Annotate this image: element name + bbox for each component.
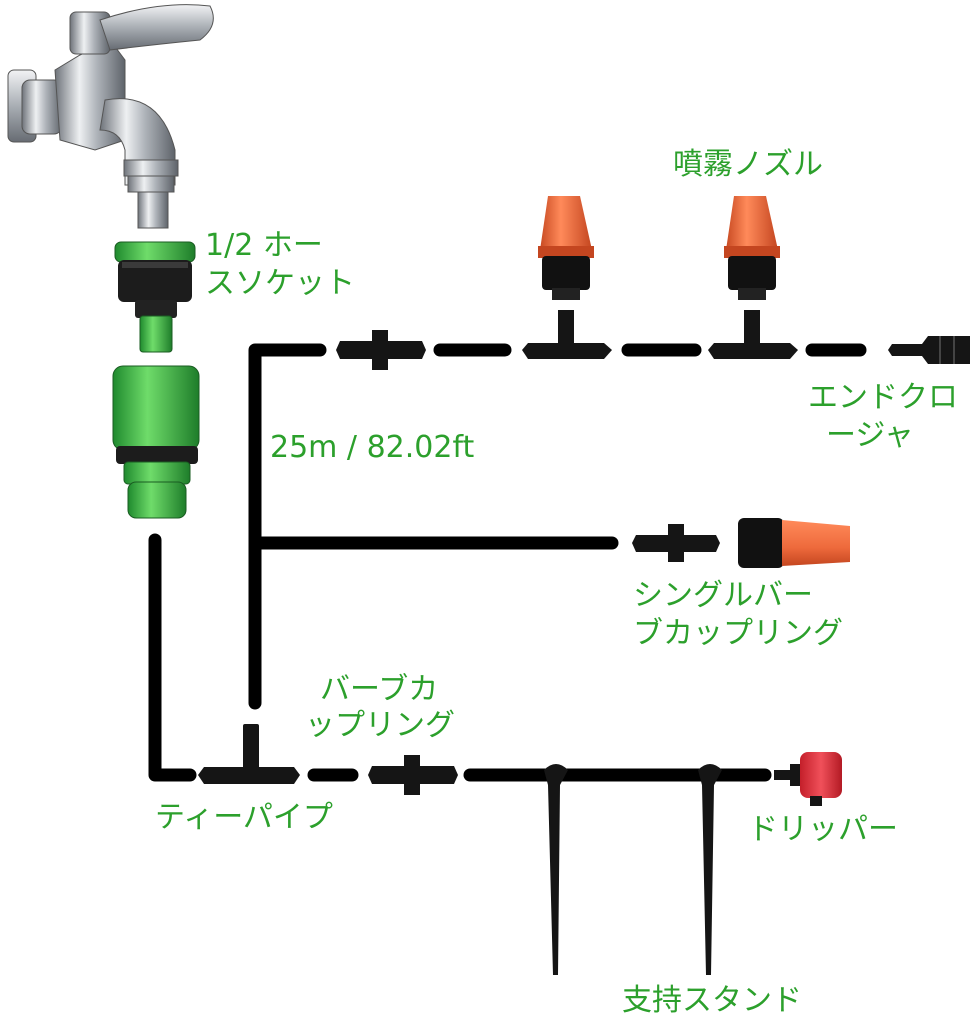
barb-coupling-label-line2: ップリング: [305, 708, 455, 743]
hose-socket-label-line1: 1/2 ホー: [205, 228, 323, 263]
barb-coupling-icon: [336, 330, 426, 370]
mist-nozzle-label: 噴霧ノズル: [673, 147, 823, 182]
quick-connector-icon: [112, 365, 200, 519]
mist-nozzle-icon: [522, 196, 612, 359]
barb-coupling-icon: [368, 755, 458, 795]
single-barb-label-line1: シングルバー: [633, 578, 813, 613]
hose-socket-icon: [114, 241, 196, 353]
tube-length-label: 25m / 82.02ft: [270, 430, 475, 465]
tee-pipe-label: ティーパイプ: [155, 800, 333, 835]
end-closure-icon: [888, 336, 970, 364]
single-barb-coupling-icon: [632, 518, 850, 568]
support-stand-icon: [544, 764, 568, 975]
hose-socket-label-line2: スソケット: [205, 266, 355, 301]
end-closure-label-line2: ージャ: [826, 418, 914, 453]
barb-coupling-label-line1: バーブカ: [320, 672, 439, 707]
mist-nozzle-icon: [708, 196, 798, 359]
faucet-icon: [7, 4, 214, 229]
dripper-icon: [774, 752, 842, 806]
support-stand-icon: [698, 764, 722, 975]
single-barb-label-line2: ブカップリング: [633, 616, 843, 651]
tubing: [148, 343, 867, 782]
end-closure-label-line1: エンドクロ: [808, 380, 958, 415]
tee-pipe-icon: [198, 724, 300, 784]
dripper-label: ドリッパー: [748, 812, 898, 847]
support-stand-label: 支持スタンド: [622, 983, 802, 1018]
